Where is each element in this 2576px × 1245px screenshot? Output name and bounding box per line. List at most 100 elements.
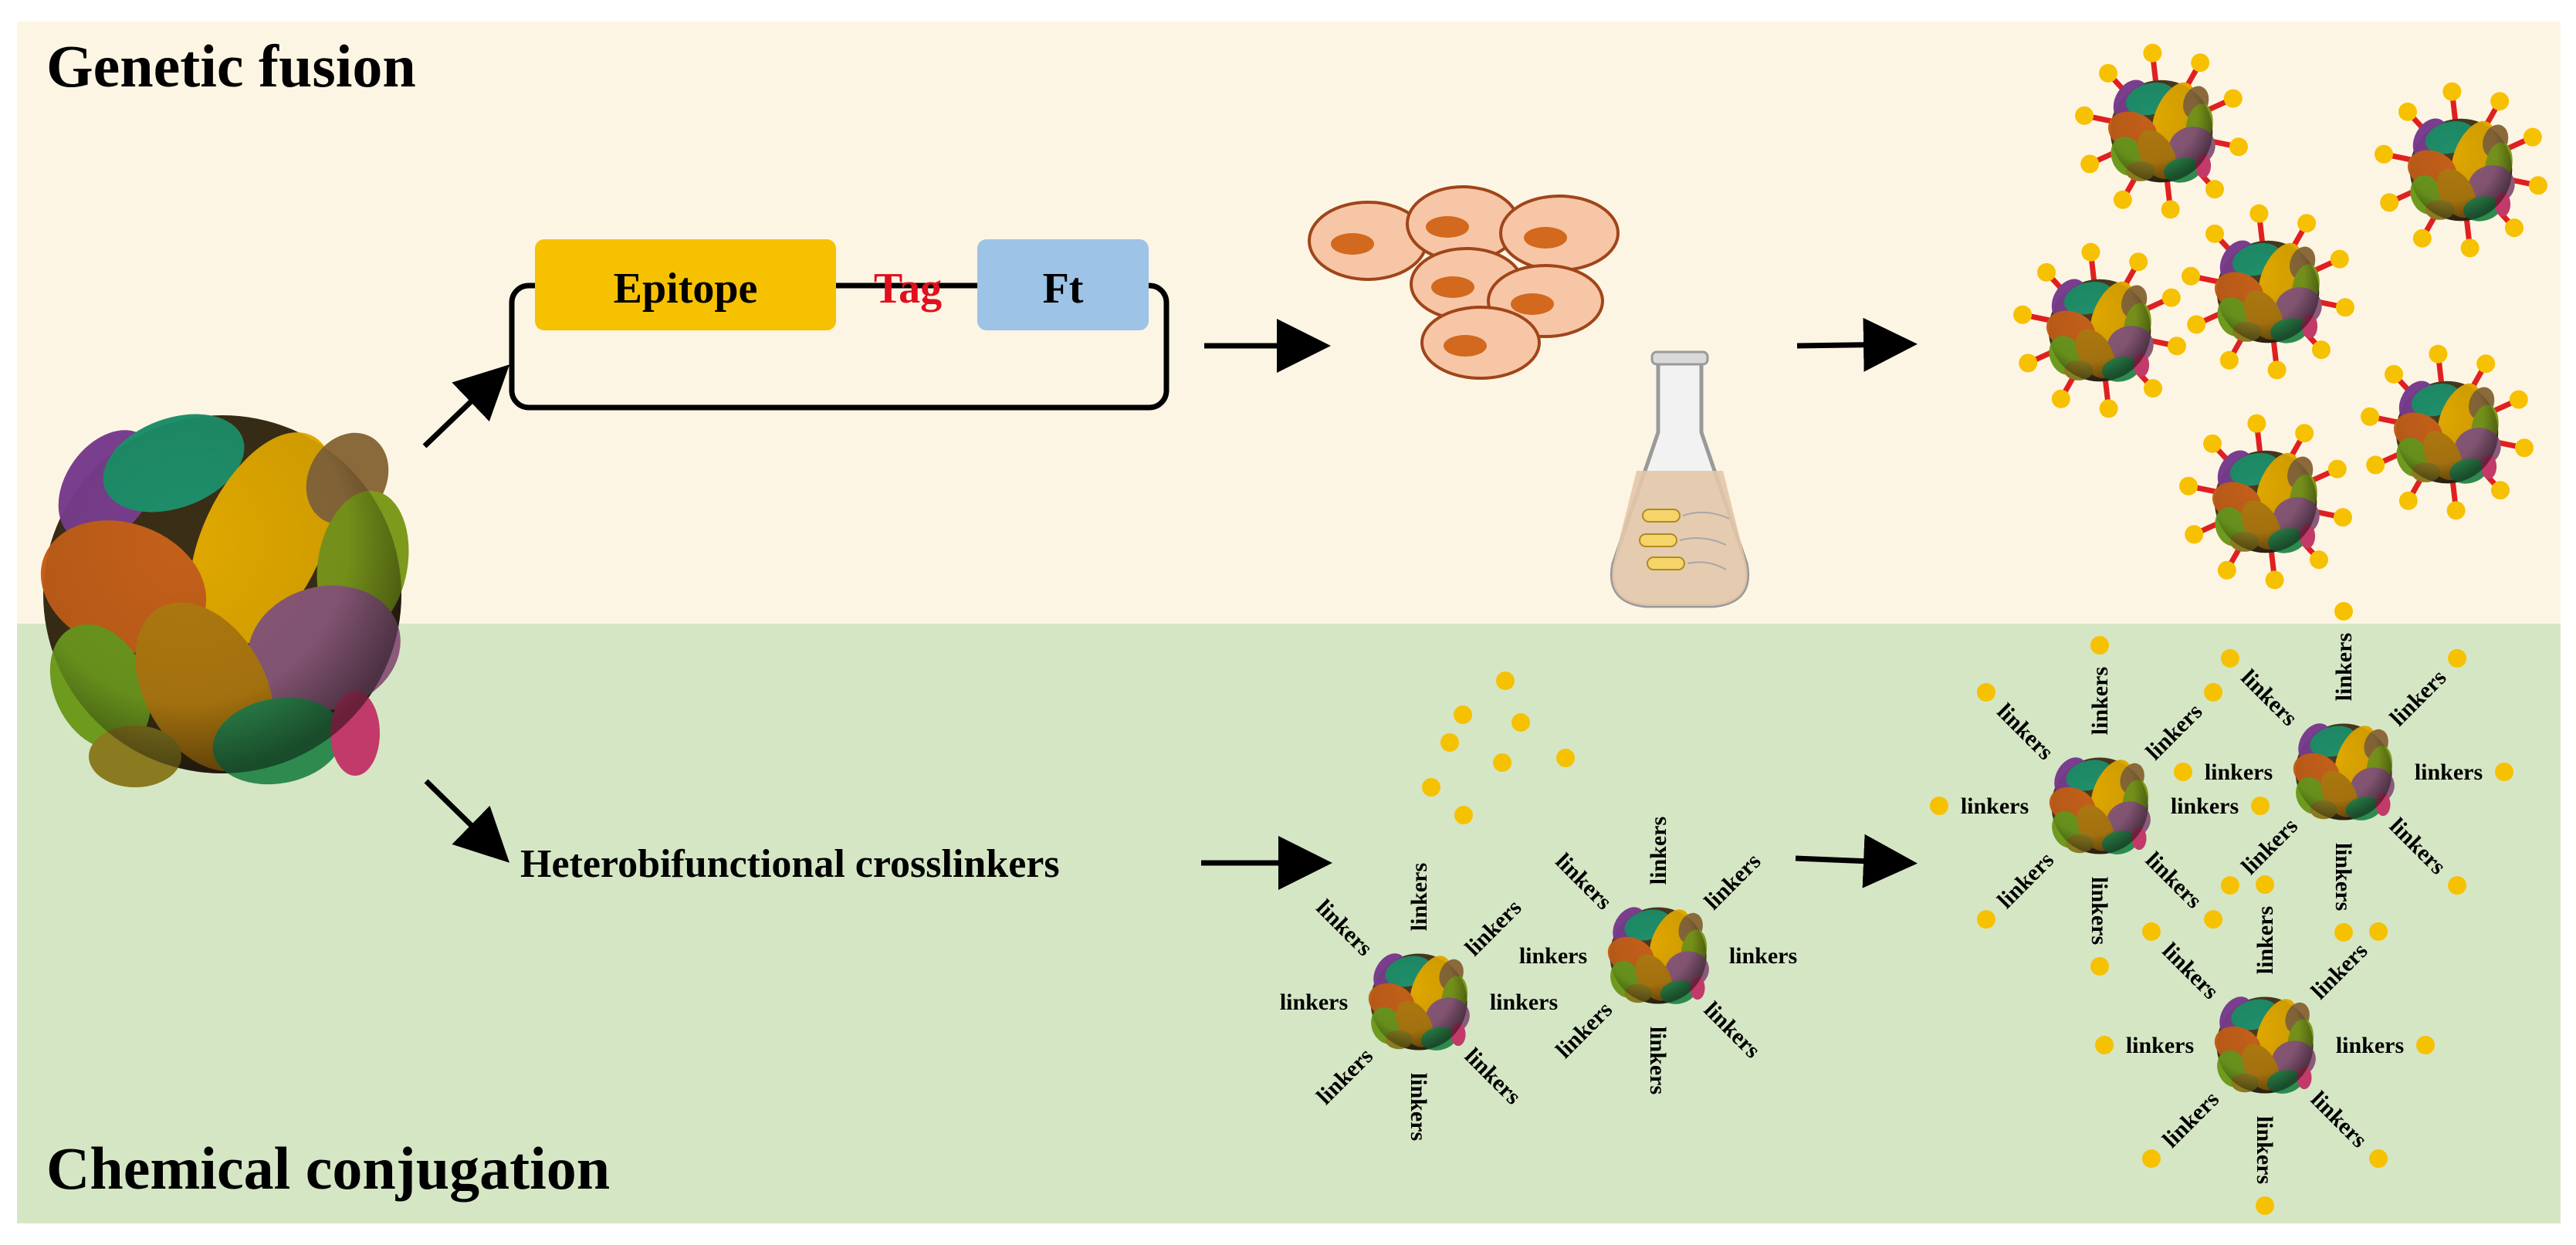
epitope-dot [2514,438,2534,458]
epitope-dot [2167,337,2186,356]
arrow-mix-to-conjugate [1795,834,1918,888]
epitope-dot [2267,360,2287,380]
linker-label: linkers [1519,943,1587,969]
linker-label: linkers [2087,877,2112,945]
ferritin-nanoparticle-icon [2287,717,2398,824]
epitope-dot [2369,922,2388,941]
epitope-dot [2182,266,2201,286]
epitope-box [535,239,836,330]
epitope-dot [2090,636,2109,655]
epitope-dot [2095,1036,2114,1054]
linker-label: linkers [1280,990,1348,1015]
epitope-dot [2249,204,2269,223]
linker-label: linkers [2336,1033,2404,1058]
genetic-fusion-title: Genetic fusion [46,32,416,100]
epitope-dot [2051,389,2070,408]
linker-label: linkers [1406,1073,1431,1141]
epitope-dot [2380,193,2399,212]
ferritin-nanoparticle-icon [2209,234,2325,347]
epitope-dot [2309,550,2328,570]
epitope-dot [2327,459,2347,479]
epitope-dot [2187,315,2206,334]
ft-box [977,239,1149,330]
epitope-dot [2037,262,2056,282]
fusion-product-particle [2361,344,2534,520]
ferritin-nanoparticle-icon [2043,751,2154,858]
linker-label: linkers [2205,760,2273,785]
epitope-dot [2460,239,2480,258]
epitope-dot [2490,481,2510,500]
epitope-dot [2523,127,2542,147]
fusion-product-particle [2182,204,2354,380]
free-epitope-dot [1493,753,1511,772]
chemical-conjugation-band [17,624,2561,1223]
fusion-product-group [2013,43,2547,590]
fusion-construct: Epitope Tag Ft [509,239,1170,411]
epitope-dot [2476,354,2496,374]
epitope-dot [2141,1149,2161,1169]
tag-label: Tag [874,265,942,313]
epitope-dot [2490,92,2510,111]
linker-label: linkers [2252,1116,2277,1184]
epitope-dot [2185,525,2204,544]
epitope-dot [1976,682,1995,702]
epitope-dot [2220,876,2239,895]
epitope-dot [2528,176,2547,195]
linker-label: linkers [2126,1033,2194,1058]
epitope-dot [2416,1036,2435,1054]
culture-flask-icon [1610,350,1750,608]
epitope-dot [2161,200,2180,219]
fusion-product-particle [2075,43,2248,219]
linker-label: linkers [1961,793,2029,819]
free-epitope-dot [1556,749,1575,767]
epitope-dot [2256,875,2274,894]
epitope-dot [2311,340,2331,360]
epitope-dot [2398,102,2418,121]
epitope-dot [2080,154,2100,174]
epitope-dot [2361,407,2380,426]
epitope-dot [1976,910,1995,929]
arrow-host-to-product [1796,317,1918,372]
epitope-dot [2385,364,2404,384]
linker-label: linkers [2331,843,2356,911]
epitope-dot [2204,682,2223,702]
epitope-dot [2334,602,2353,621]
epitope-dot [2113,190,2132,209]
epitope-dot [2229,137,2248,157]
fusion-product-particle [2375,82,2547,258]
epitope-dot [2495,763,2513,781]
free-epitope-dot [1454,705,1472,724]
epitope-dot [2141,922,2161,941]
free-epitope-dot [1511,713,1530,732]
linker-label: linkers [1490,990,1558,1015]
ft-label: Ft [1043,265,1084,313]
epitope-dot [2081,242,2100,262]
ferritin-nanoparticle-icon [2402,112,2518,225]
epitope-dot [2204,910,2223,929]
epitope-dot [2256,1196,2274,1215]
linker-label: linkers [2087,667,2113,735]
epitope-dot [2398,491,2418,510]
epitope-dot [2019,354,2038,373]
epitope-dot [2191,53,2210,73]
linker-label: linkers [2171,793,2239,819]
epitope-dot [2504,218,2524,238]
epitope-dot [2217,560,2236,580]
epitope-dot [2334,923,2353,942]
epitope-dot [2075,106,2094,125]
arrow-to-crosslinkers [424,779,510,863]
epitope-dot [2174,763,2192,781]
epitope-dot [2099,399,2118,418]
epitope-dot [2335,298,2354,317]
epitope-dot [2219,350,2239,370]
free-epitope-dot [1496,672,1515,690]
epitope-dot [2205,180,2224,199]
epitope-dot [2509,390,2528,409]
free-epitope-dot [1422,778,1440,797]
linker-label: linkers [2253,906,2278,974]
epitope-dot [2013,305,2033,324]
ferritin-nanoparticle-icon [2209,990,2319,1098]
